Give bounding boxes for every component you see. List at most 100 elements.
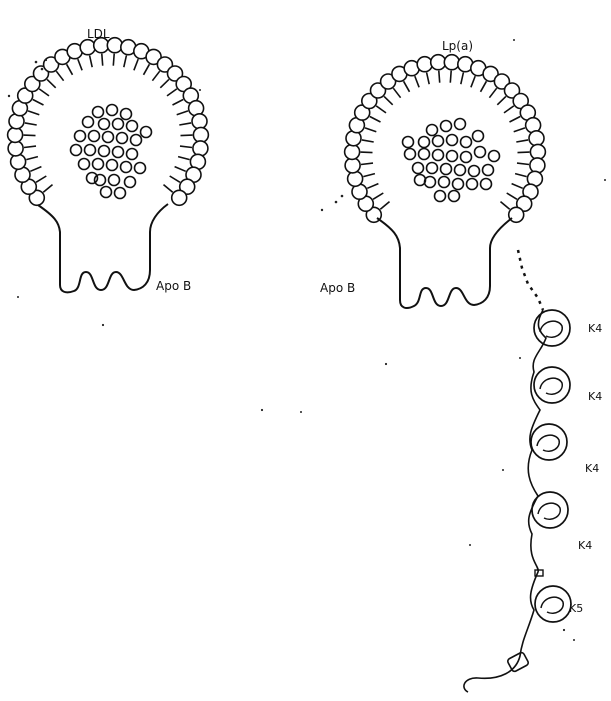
core-lipid-droplet xyxy=(483,165,494,176)
core-lipid-droplet xyxy=(469,166,480,177)
kringle-label: K5 xyxy=(569,602,583,615)
lpa-title: Lp(a) xyxy=(442,39,473,53)
core-lipid-droplet xyxy=(427,163,438,174)
core-lipid-droplet xyxy=(85,145,96,156)
phospholipid-tail xyxy=(36,176,46,182)
core-lipid-droplet xyxy=(405,149,416,160)
core-lipid-droplet xyxy=(99,119,110,130)
core-lipid-droplet xyxy=(475,147,486,158)
core-lipid-droplet xyxy=(103,132,114,143)
phospholipid-tail xyxy=(67,64,73,75)
core-lipid-droplet xyxy=(419,149,430,160)
phospholipid-tail xyxy=(175,167,186,172)
core-lipid-droplet xyxy=(87,173,98,184)
kringle-label: K4 xyxy=(585,462,599,475)
phospholipid-tail xyxy=(28,111,39,115)
core-lipid-droplet xyxy=(71,145,82,156)
core-lipid-droplet xyxy=(447,135,458,146)
core-lipid-droplet xyxy=(441,164,452,175)
phospholipid-tail xyxy=(25,123,37,125)
phospholipid-tail xyxy=(507,193,517,199)
phospholipid-tail xyxy=(144,64,150,75)
phospholipid-tail xyxy=(517,163,529,164)
phospholipid-tail xyxy=(518,152,530,153)
core-lipid-droplet xyxy=(419,137,430,148)
disulfide-bond-link xyxy=(518,250,543,310)
kringle-outer-loop xyxy=(531,424,567,460)
core-lipid-droplet xyxy=(447,151,458,162)
core-lipid-droplet xyxy=(75,131,86,142)
kringle-outer-loop xyxy=(532,492,568,528)
phospholipid-tail xyxy=(177,111,188,115)
phospholipid-tail xyxy=(26,157,38,160)
core-lipid-droplet xyxy=(455,119,466,130)
phospholipid-tail xyxy=(393,88,400,98)
phospholipid-tail xyxy=(90,56,93,68)
phospholipid-head xyxy=(8,127,23,142)
kringle-inner-loop xyxy=(541,597,563,613)
core-lipid-droplet xyxy=(113,119,124,130)
core-lipid-droplet xyxy=(113,147,124,158)
core-lipid-droplet xyxy=(121,109,132,120)
core-lipid-droplet xyxy=(79,159,90,170)
core-lipid-droplet xyxy=(427,125,438,136)
core-lipid-droplet xyxy=(125,177,136,188)
phospholipid-tail xyxy=(427,73,430,85)
kringle-label: K4 xyxy=(578,539,592,552)
phospholipid-tail xyxy=(164,185,173,193)
ldl-apob-protein xyxy=(38,204,168,292)
core-lipid-droplet xyxy=(131,135,142,146)
phospholipid-tail xyxy=(113,54,114,66)
core-lipid-droplet xyxy=(441,121,452,132)
ldl-lipid-core xyxy=(71,105,152,199)
kringle-inner-loop xyxy=(537,435,559,451)
core-lipid-droplet xyxy=(89,131,100,142)
phospholipid-tail xyxy=(160,79,169,87)
phospholipid-tail xyxy=(167,89,177,96)
phospholipid-tail xyxy=(134,59,138,70)
phospholipid-tail xyxy=(504,106,514,113)
phospholipid-head xyxy=(417,57,432,72)
phospholipid-head xyxy=(80,40,95,55)
phospholipid-tail xyxy=(373,193,383,199)
phospholipid-head xyxy=(11,154,26,169)
kringle-inner-loop xyxy=(540,378,562,394)
kringle-domains: K4K4K4K4K5 xyxy=(531,310,602,622)
phospholipid-tail xyxy=(471,76,475,87)
core-lipid-droplet xyxy=(455,165,466,176)
phospholipid-tail xyxy=(361,163,373,164)
core-lipid-droplet xyxy=(99,146,110,157)
phospholipid-tail xyxy=(39,89,49,96)
core-lipid-droplet xyxy=(461,152,472,163)
core-lipid-droplet xyxy=(109,175,120,186)
phospholipid-tail xyxy=(178,157,190,160)
core-lipid-droplet xyxy=(435,191,446,202)
phospholipid-tail xyxy=(78,59,82,70)
scan-speckles xyxy=(8,39,606,641)
core-lipid-droplet xyxy=(453,179,464,190)
lpa-apob-protein xyxy=(377,218,512,308)
phospholipid-tail xyxy=(365,128,376,132)
core-lipid-droplet xyxy=(467,179,478,190)
core-lipid-droplet xyxy=(461,137,472,148)
ldl-apob-label: Apo B xyxy=(156,279,191,293)
core-lipid-droplet xyxy=(433,136,444,147)
kringle-label: K4 xyxy=(588,322,602,335)
kringle-label: K4 xyxy=(588,390,602,403)
core-lipid-droplet xyxy=(425,177,436,188)
phospholipid-tail xyxy=(179,123,191,125)
phospholipid-tail xyxy=(361,152,373,153)
phospholipid-head xyxy=(348,171,363,186)
phospholipid-head xyxy=(94,38,109,53)
phospholipid-tail xyxy=(102,54,103,66)
phospholipid-head xyxy=(192,114,207,129)
phospholipid-tail xyxy=(501,202,510,210)
phospholipid-tail xyxy=(24,146,36,147)
phospholipid-tail xyxy=(30,167,41,172)
phospholipid-tail xyxy=(370,117,381,123)
core-lipid-droplet xyxy=(107,160,118,171)
phospholipid-head xyxy=(529,131,544,146)
